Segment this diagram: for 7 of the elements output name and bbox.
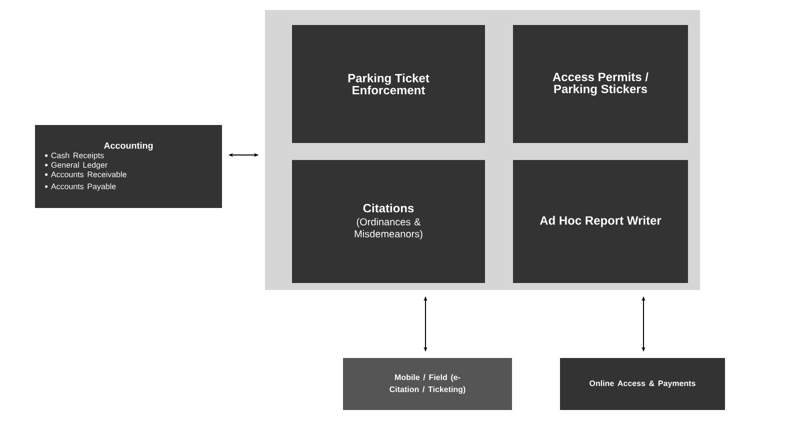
module-box: Citations (Ordinances & Misdemeanors) <box>292 160 485 283</box>
service-box: Mobile / Field (e-Citation / Ticketing) <box>343 358 512 410</box>
module-box: Access Permits / Parking Stickers <box>513 25 688 143</box>
module-box: Parking Ticket Enforcement <box>292 25 485 143</box>
service-box: Online Access & Payments <box>560 358 725 410</box>
module-box: Ad Hoc Report Writer <box>513 160 688 283</box>
accounting-box: Accounting Cash Receipts General Ledger Accounts Receivable Accounts Payable <box>35 125 222 208</box>
